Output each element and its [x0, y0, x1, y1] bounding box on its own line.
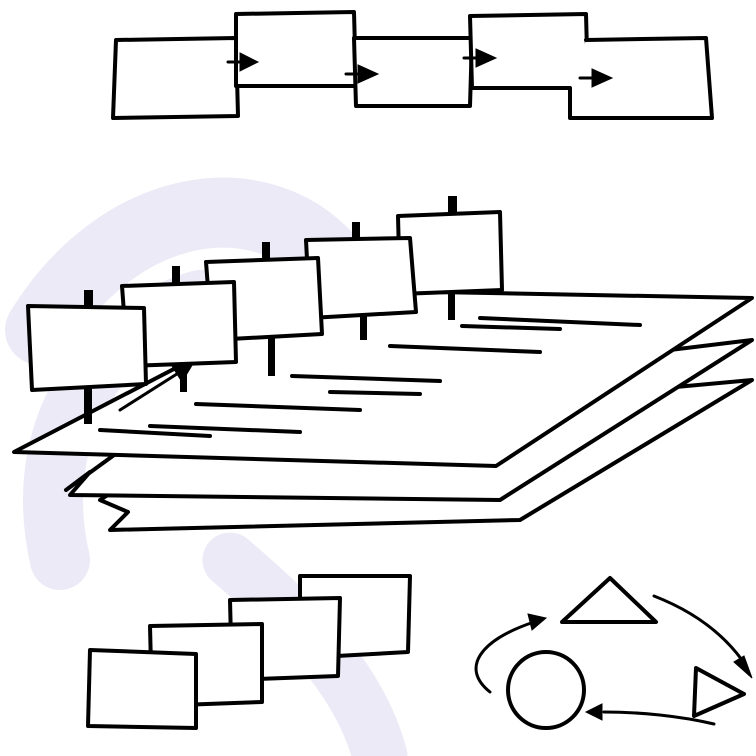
cycle-circle — [506, 650, 586, 730]
layered-timeline — [12, 196, 754, 532]
signpost-4 — [304, 222, 418, 340]
sequence-box-5 — [568, 36, 714, 120]
cycle-triangle-top — [560, 576, 658, 624]
text-line — [194, 402, 362, 412]
sequence-box-4 — [468, 12, 590, 90]
watermark-swoosh-top — [5, 177, 365, 365]
cycle-arrow-left — [474, 613, 548, 694]
timeline-text-lines — [98, 316, 642, 438]
signpost-1 — [26, 290, 148, 424]
signpost-5 — [396, 196, 504, 320]
sequence-box-3 — [352, 36, 474, 108]
text-line — [460, 324, 562, 331]
cycle-diagram — [474, 576, 753, 730]
text-line — [148, 424, 302, 434]
sequence-arrow-2 — [344, 64, 380, 84]
sequence-box-1 — [111, 36, 240, 120]
stacked-cards — [86, 574, 412, 730]
linear-sequence — [111, 10, 714, 120]
text-line — [478, 316, 642, 327]
sequence-arrow-1 — [226, 52, 260, 72]
sequence-arrow-4 — [578, 68, 614, 88]
sequence-arrow-3 — [462, 48, 498, 68]
text-line — [328, 390, 422, 396]
sequence-box-2 — [234, 10, 358, 88]
cycle-arrow-bottom — [584, 703, 716, 726]
text-line — [388, 344, 542, 354]
cycle-triangle-right — [692, 666, 746, 718]
text-line — [98, 428, 212, 438]
cycle-arrow-right — [652, 594, 753, 679]
text-line — [290, 374, 442, 383]
stacked-card-1 — [86, 648, 198, 730]
